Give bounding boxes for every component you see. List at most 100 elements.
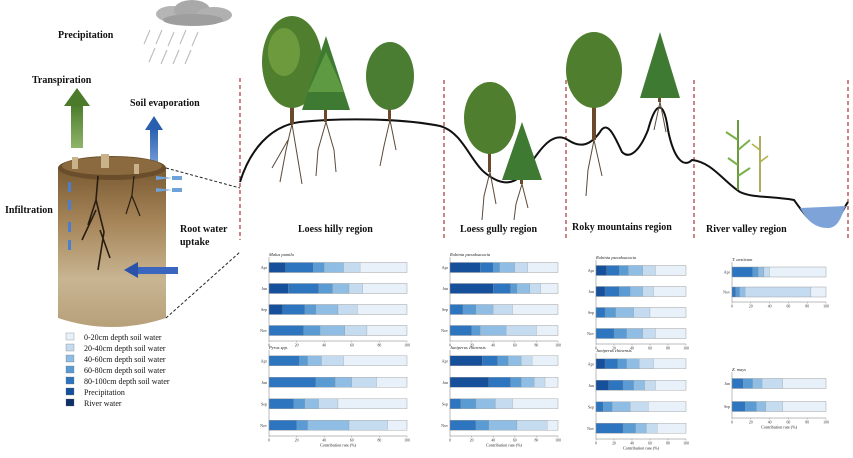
legend-swatch bbox=[65, 387, 75, 396]
category-tick-label: Nov bbox=[587, 426, 594, 431]
soil-evaporation-label: Soil evaporation bbox=[130, 98, 200, 109]
bar-segment bbox=[510, 377, 522, 388]
bar-segment bbox=[315, 304, 339, 315]
tree-icon bbox=[566, 32, 622, 197]
category-tick-label: Apr bbox=[588, 268, 595, 273]
bar-segment bbox=[595, 307, 606, 318]
bar-segment bbox=[324, 262, 344, 273]
bar-segment bbox=[529, 283, 541, 294]
bar-segment bbox=[595, 401, 604, 412]
bar-segment bbox=[268, 420, 297, 431]
bar-segment bbox=[357, 304, 408, 315]
bar-outline bbox=[731, 266, 827, 278]
bar-segment bbox=[514, 262, 528, 273]
category-tick-label: Apr bbox=[588, 361, 595, 366]
bar-segment bbox=[493, 262, 500, 273]
bar-outline bbox=[595, 380, 687, 391]
x-tick-label: 40 bbox=[491, 439, 495, 443]
category-tick-label: Apr bbox=[442, 265, 449, 270]
bar-outline bbox=[268, 262, 408, 273]
x-tick-label: 100 bbox=[555, 439, 561, 443]
bar-outline bbox=[268, 420, 408, 431]
x-tick-label: 80 bbox=[666, 442, 670, 446]
evaporation-arrow-icon bbox=[145, 116, 163, 170]
bar-segment bbox=[475, 304, 494, 315]
x-tick-label: 20 bbox=[612, 442, 616, 446]
bar-segment bbox=[653, 358, 687, 369]
bar-segment bbox=[449, 420, 477, 431]
bar-outline bbox=[268, 398, 408, 409]
bar-segment bbox=[268, 283, 289, 294]
bar-segment bbox=[285, 262, 314, 273]
bar-segment bbox=[608, 380, 624, 391]
bar-segment bbox=[449, 304, 464, 315]
region-label: Loess gully region bbox=[460, 224, 537, 235]
bar-segment bbox=[268, 377, 317, 388]
bar-segment bbox=[547, 420, 559, 431]
category-tick-label: Apr bbox=[261, 358, 268, 363]
bar-segment bbox=[630, 401, 649, 412]
bar-segment bbox=[595, 328, 615, 339]
bar-outline bbox=[449, 262, 559, 273]
transpiration-label: Transpiration bbox=[32, 75, 92, 86]
bar-segment bbox=[622, 380, 634, 391]
x-tick-label: 0 bbox=[731, 305, 733, 309]
bar-segment bbox=[619, 286, 631, 297]
bar-segment bbox=[387, 420, 408, 431]
bar-segment bbox=[343, 262, 361, 273]
terrain-profile bbox=[239, 106, 849, 228]
bar-segment bbox=[499, 262, 515, 273]
bar-segment bbox=[460, 398, 477, 409]
bar-segment bbox=[296, 420, 308, 431]
bar-outline bbox=[595, 423, 687, 434]
bar-segment bbox=[321, 355, 344, 366]
x-tick-label: 100 bbox=[683, 442, 689, 446]
bar-segment bbox=[619, 265, 629, 276]
bar-segment bbox=[622, 423, 636, 434]
connector-line bbox=[165, 251, 241, 319]
category-tick-label: Jun bbox=[724, 381, 730, 386]
bar-segment bbox=[376, 377, 408, 388]
x-tick-label: 60 bbox=[350, 439, 354, 443]
bar-segment bbox=[343, 355, 408, 366]
category-tick-label: Jun bbox=[261, 380, 267, 385]
bar-segment bbox=[506, 325, 537, 336]
bar-segment bbox=[348, 420, 388, 431]
bar-segment bbox=[337, 398, 408, 409]
river-water bbox=[800, 206, 846, 228]
precipitation-label: Precipitation bbox=[58, 30, 114, 41]
x-tick-label: 100 bbox=[404, 344, 410, 348]
x-tick-label: 80 bbox=[666, 347, 670, 351]
bar-outline bbox=[731, 401, 827, 412]
bar-segment bbox=[649, 307, 687, 318]
x-tick-label: 100 bbox=[823, 421, 829, 425]
infiltration-label: Infiltration bbox=[5, 205, 53, 216]
bar-segment bbox=[268, 304, 283, 315]
x-tick-label: 60 bbox=[513, 439, 517, 443]
x-tick-label: 80 bbox=[378, 439, 382, 443]
bar-segment bbox=[319, 325, 345, 336]
bar-outline bbox=[268, 304, 408, 315]
x-tick-label: 100 bbox=[823, 305, 829, 309]
legend-label: River water bbox=[84, 399, 122, 408]
x-axis-label: Contribution rate (%) bbox=[623, 446, 660, 451]
bar-segment bbox=[462, 304, 477, 315]
bar-outline bbox=[449, 420, 559, 431]
region-label: River valley region bbox=[706, 224, 787, 235]
bar-segment bbox=[731, 266, 753, 278]
tree-icon bbox=[366, 42, 414, 167]
legend-label: 40-60cm depth soil water bbox=[84, 355, 166, 364]
x-tick-label: 40 bbox=[768, 421, 772, 425]
category-tick-label: Nov bbox=[723, 290, 730, 295]
bar-segment bbox=[449, 398, 461, 409]
category-tick-label: Jun bbox=[442, 380, 448, 385]
bar-segment bbox=[731, 286, 736, 298]
bar-segment bbox=[293, 398, 305, 409]
bar-outline bbox=[449, 377, 559, 388]
x-tick-label: 40 bbox=[322, 439, 326, 443]
